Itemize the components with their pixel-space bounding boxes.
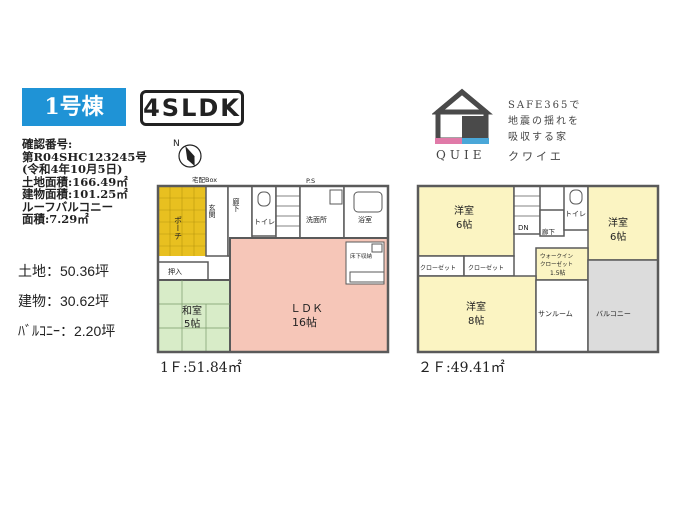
balcony-label: バルコニー	[596, 310, 631, 318]
brand-name-ja: クワイエ	[508, 150, 564, 163]
compass: N	[170, 136, 204, 170]
dn-label: DN	[518, 224, 529, 232]
floor-plan-1f: ポーチ 宅配Box 玄関 廊下 トイレ UP P.S 洗面所 浴室 床下収納 Ｌ…	[150, 174, 400, 358]
walkin-size: 1.5帖	[550, 269, 566, 277]
delivery-box-label: 宅配Box	[192, 175, 217, 184]
brand-name-en: QUIE	[436, 148, 486, 162]
oshiire-label: 押入	[168, 267, 182, 276]
sunroom-area	[535, 279, 589, 353]
room1-area	[417, 185, 515, 257]
building-badge: 1号棟	[22, 88, 126, 126]
toilet-label: トイレ	[254, 218, 275, 226]
bath-label: 浴室	[358, 215, 372, 224]
house-logo-icon	[431, 88, 493, 144]
floor2-label: ２Ｆ:49.41㎡	[418, 360, 505, 376]
room1-label: 洋室	[454, 204, 474, 217]
room2-size: 6帖	[610, 230, 626, 243]
info-line: 面積:7.29㎡	[22, 212, 89, 226]
room3-label: 洋室	[466, 300, 486, 313]
closet1-label: クローゼット	[420, 264, 456, 272]
walkin-label-2: クローゼット	[540, 260, 573, 268]
brand-tagline-3: 吸収する家	[508, 132, 568, 143]
washroom-label: 洗面所	[306, 215, 327, 224]
entrance-label: 玄関	[208, 203, 216, 219]
walkin-label: ウォークイン	[540, 252, 574, 260]
room3-area	[417, 275, 537, 353]
sunroom-label: サンルーム	[538, 310, 573, 318]
compass-icon: N	[173, 139, 202, 168]
info-line: 第R04SHC123245号	[22, 149, 147, 164]
compass-label: N	[173, 139, 180, 149]
brand-tagline-1: SAFE365で	[508, 100, 582, 111]
room1-size: 6帖	[456, 218, 472, 231]
toilet2-label: トイレ	[565, 210, 586, 218]
brand-logo	[431, 88, 502, 148]
washitsu-area	[157, 279, 231, 353]
info-line: 土地面積:166.49㎡	[22, 174, 128, 189]
spec-balcony: ﾊﾞﾙｺﾆｰ：2.20坪	[18, 323, 116, 339]
washitsu-size: 5帖	[184, 317, 200, 330]
storage-label: 床下収納	[350, 252, 373, 260]
spec-land: 土地：50.36坪	[18, 263, 110, 279]
floor1-label: 1Ｆ:51.84㎡	[160, 360, 242, 376]
balcony-area	[587, 259, 659, 353]
spec-building: 建物：30.62坪	[18, 293, 110, 309]
ps-label: P.S	[306, 177, 315, 185]
ldk-size: 16帖	[292, 316, 317, 329]
plan-type-label: 4SLDK	[140, 90, 244, 126]
closet2-label: クローゼット	[468, 264, 504, 272]
room3-size: 8帖	[468, 314, 484, 327]
floor-plan-2f: 洋室 6帖 DN 廊下 トイレ 洋室 6帖 クローゼット クローゼット ウォーク…	[410, 174, 666, 358]
ldk-label: ＬＤＫ	[290, 302, 323, 315]
hall-label: 廊下	[232, 197, 240, 213]
info-block: 確認番号: 第R04SHC123245号 (令和4年10月5日) 土地面積:16…	[22, 138, 147, 226]
hall2-label: 廊下	[542, 227, 556, 236]
info-line: ルーフバルコニー	[22, 199, 114, 214]
info-line: 確認番号:	[22, 137, 73, 151]
brand-tagline-2: 地震の揺れを	[508, 116, 580, 127]
info-line: (令和4年10月5日)	[22, 162, 123, 176]
room2-label: 洋室	[608, 216, 628, 229]
porch-label: ポーチ	[174, 216, 183, 240]
info-line: 建物面積:101.25㎡	[22, 187, 128, 201]
washitsu-label: 和室	[182, 304, 202, 317]
